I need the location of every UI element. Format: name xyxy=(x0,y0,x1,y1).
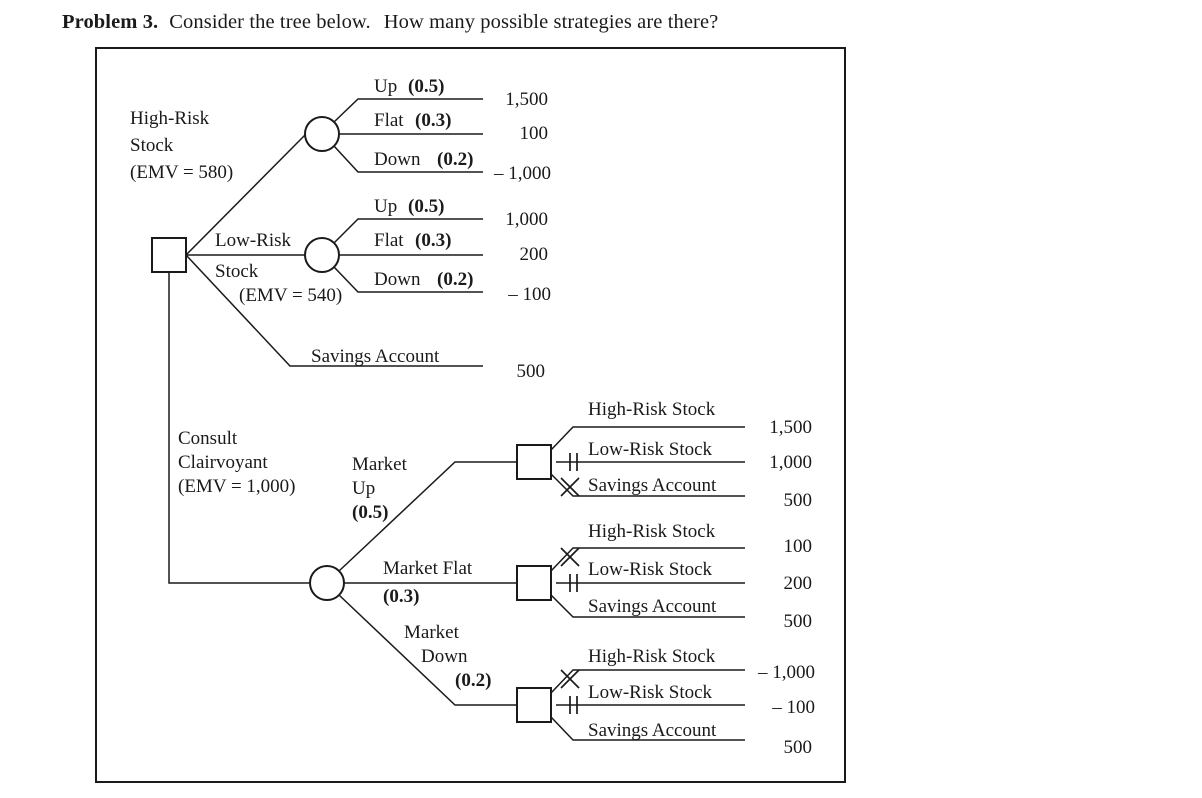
edge-high-risk-up xyxy=(333,98,483,123)
prune-double-market-up-low-risk xyxy=(569,453,578,471)
prune-double-market-down-low-risk xyxy=(569,696,578,714)
page-title: Problem 3. Consider the tree below. How ma… xyxy=(62,8,718,36)
market-flat-payoff-1: 200 xyxy=(784,573,813,594)
market-up-choice-0-label: High-Risk Stock xyxy=(588,399,716,420)
market-down-decision-node[interactable] xyxy=(516,687,552,723)
market-flat-choice-2-label: Savings Account xyxy=(588,596,717,617)
market-down-choice-0-label: High-Risk Stock xyxy=(588,646,716,667)
market-flat-choice-1-label: Low-Risk Stock xyxy=(588,559,713,580)
low-risk-outcome-2-label: Down xyxy=(374,269,421,290)
prune-cross-market-up-savings xyxy=(560,477,580,497)
prune-cross-market-flat-high-risk xyxy=(560,547,580,567)
problem-sentence-2: How many possible strategies are there? xyxy=(383,11,719,33)
edge-high-risk-down xyxy=(333,145,483,173)
high-risk-label-line2: Stock xyxy=(130,135,174,156)
clairvoyant-label-line1: Consult xyxy=(178,428,238,449)
high-risk-label-line1: High-Risk xyxy=(130,108,210,129)
high-risk-outcome-1-label: Flat xyxy=(374,110,404,131)
high-risk-chance-node[interactable] xyxy=(304,116,340,152)
figure-border xyxy=(95,47,846,783)
market-up-choice-1-label: Low-Risk Stock xyxy=(588,439,713,460)
market-up-label-line1: Market xyxy=(352,454,408,475)
market-flat-payoff-2: 500 xyxy=(784,611,813,632)
edge-market-down-choice-0 xyxy=(550,669,745,694)
market-up-prob: (0.5) xyxy=(352,502,388,523)
market-flat-prob: (0.3) xyxy=(383,586,419,607)
market-up-choice-2-label: Savings Account xyxy=(588,475,717,496)
savings-top-payoff: 500 xyxy=(517,361,546,382)
market-down-label-line1: Market xyxy=(404,622,460,643)
edge-market-down-choice-2 xyxy=(550,716,745,741)
edge-root-to-clairvoyant xyxy=(168,272,310,584)
low-risk-outcome-1-label: Flat xyxy=(374,230,404,251)
market-down-label-line2: Down xyxy=(421,646,468,667)
savings-top-label: Savings Account xyxy=(311,346,440,367)
problem-sentence-1: Consider the tree below. xyxy=(169,11,371,33)
low-risk-payoff-1: 200 xyxy=(520,244,549,265)
edge-clairvoyant-market-down xyxy=(338,594,517,706)
edge-market-up-choice-0 xyxy=(550,426,745,451)
market-down-choice-2-label: Savings Account xyxy=(588,720,717,741)
edge-market-flat-choice-0 xyxy=(550,547,745,572)
clairvoyant-label-line3: (EMV = 1,000) xyxy=(178,476,296,497)
problem-tag: Problem 3. xyxy=(62,11,159,33)
market-flat-payoff-0: 100 xyxy=(784,536,813,557)
market-up-decision-node[interactable] xyxy=(516,444,552,480)
market-flat-label-line1: Market Flat xyxy=(383,558,473,579)
edge-low-risk-down xyxy=(333,266,483,293)
low-risk-label-line2: Stock xyxy=(215,261,259,282)
edge-root-to-high-risk xyxy=(185,133,307,256)
high-risk-payoff-1: 100 xyxy=(520,123,549,144)
prune-double-market-flat-low-risk xyxy=(569,574,578,592)
edge-market-flat-choice-2 xyxy=(550,594,745,618)
low-risk-outcome-0-prob: (0.5) xyxy=(408,196,444,217)
clairvoyant-chance-node[interactable] xyxy=(309,565,345,601)
high-risk-outcome-2-label: Down xyxy=(374,149,421,170)
market-down-payoff-2: 500 xyxy=(784,737,813,758)
high-risk-label-line3: (EMV = 580) xyxy=(130,162,233,183)
edge-root-to-savings xyxy=(185,254,483,367)
market-flat-choice-0-label: High-Risk Stock xyxy=(588,521,716,542)
market-up-label-line2: Up xyxy=(352,478,375,499)
market-down-choice-1-label: Low-Risk Stock xyxy=(588,682,713,703)
low-risk-outcome-0-label: Up xyxy=(374,196,397,217)
market-up-payoff-0: 1,500 xyxy=(769,417,812,438)
prune-cross-market-down-high-risk xyxy=(560,669,580,689)
edge-clairvoyant-market-up xyxy=(338,461,517,572)
clairvoyant-label-line2: Clairvoyant xyxy=(178,452,268,473)
market-down-payoff-1: – 100 xyxy=(771,697,815,718)
high-risk-payoff-0: 1,500 xyxy=(505,89,548,110)
low-risk-payoff-0: 1,000 xyxy=(505,209,548,230)
low-risk-label-line3: (EMV = 540) xyxy=(239,285,342,306)
market-down-payoff-0: – 1,000 xyxy=(757,662,815,683)
low-risk-outcome-2-prob: (0.2) xyxy=(437,269,473,290)
high-risk-payoff-2: – 1,000 xyxy=(493,163,551,184)
high-risk-outcome-1-prob: (0.3) xyxy=(415,110,451,131)
edge-low-risk-up xyxy=(333,218,483,244)
high-risk-outcome-0-prob: (0.5) xyxy=(408,76,444,97)
market-up-payoff-1: 1,000 xyxy=(769,452,812,473)
low-risk-label-line1: Low-Risk xyxy=(215,230,292,251)
high-risk-outcome-0-label: Up xyxy=(374,76,397,97)
low-risk-chance-node[interactable] xyxy=(304,237,340,273)
low-risk-payoff-2: – 100 xyxy=(507,284,551,305)
root-decision-node[interactable] xyxy=(151,237,187,273)
market-up-payoff-2: 500 xyxy=(784,490,813,511)
edge-market-up-choice-2 xyxy=(550,473,745,497)
market-flat-decision-node[interactable] xyxy=(516,565,552,601)
market-down-prob: (0.2) xyxy=(455,670,491,691)
low-risk-outcome-1-prob: (0.3) xyxy=(415,230,451,251)
high-risk-outcome-2-prob: (0.2) xyxy=(437,149,473,170)
